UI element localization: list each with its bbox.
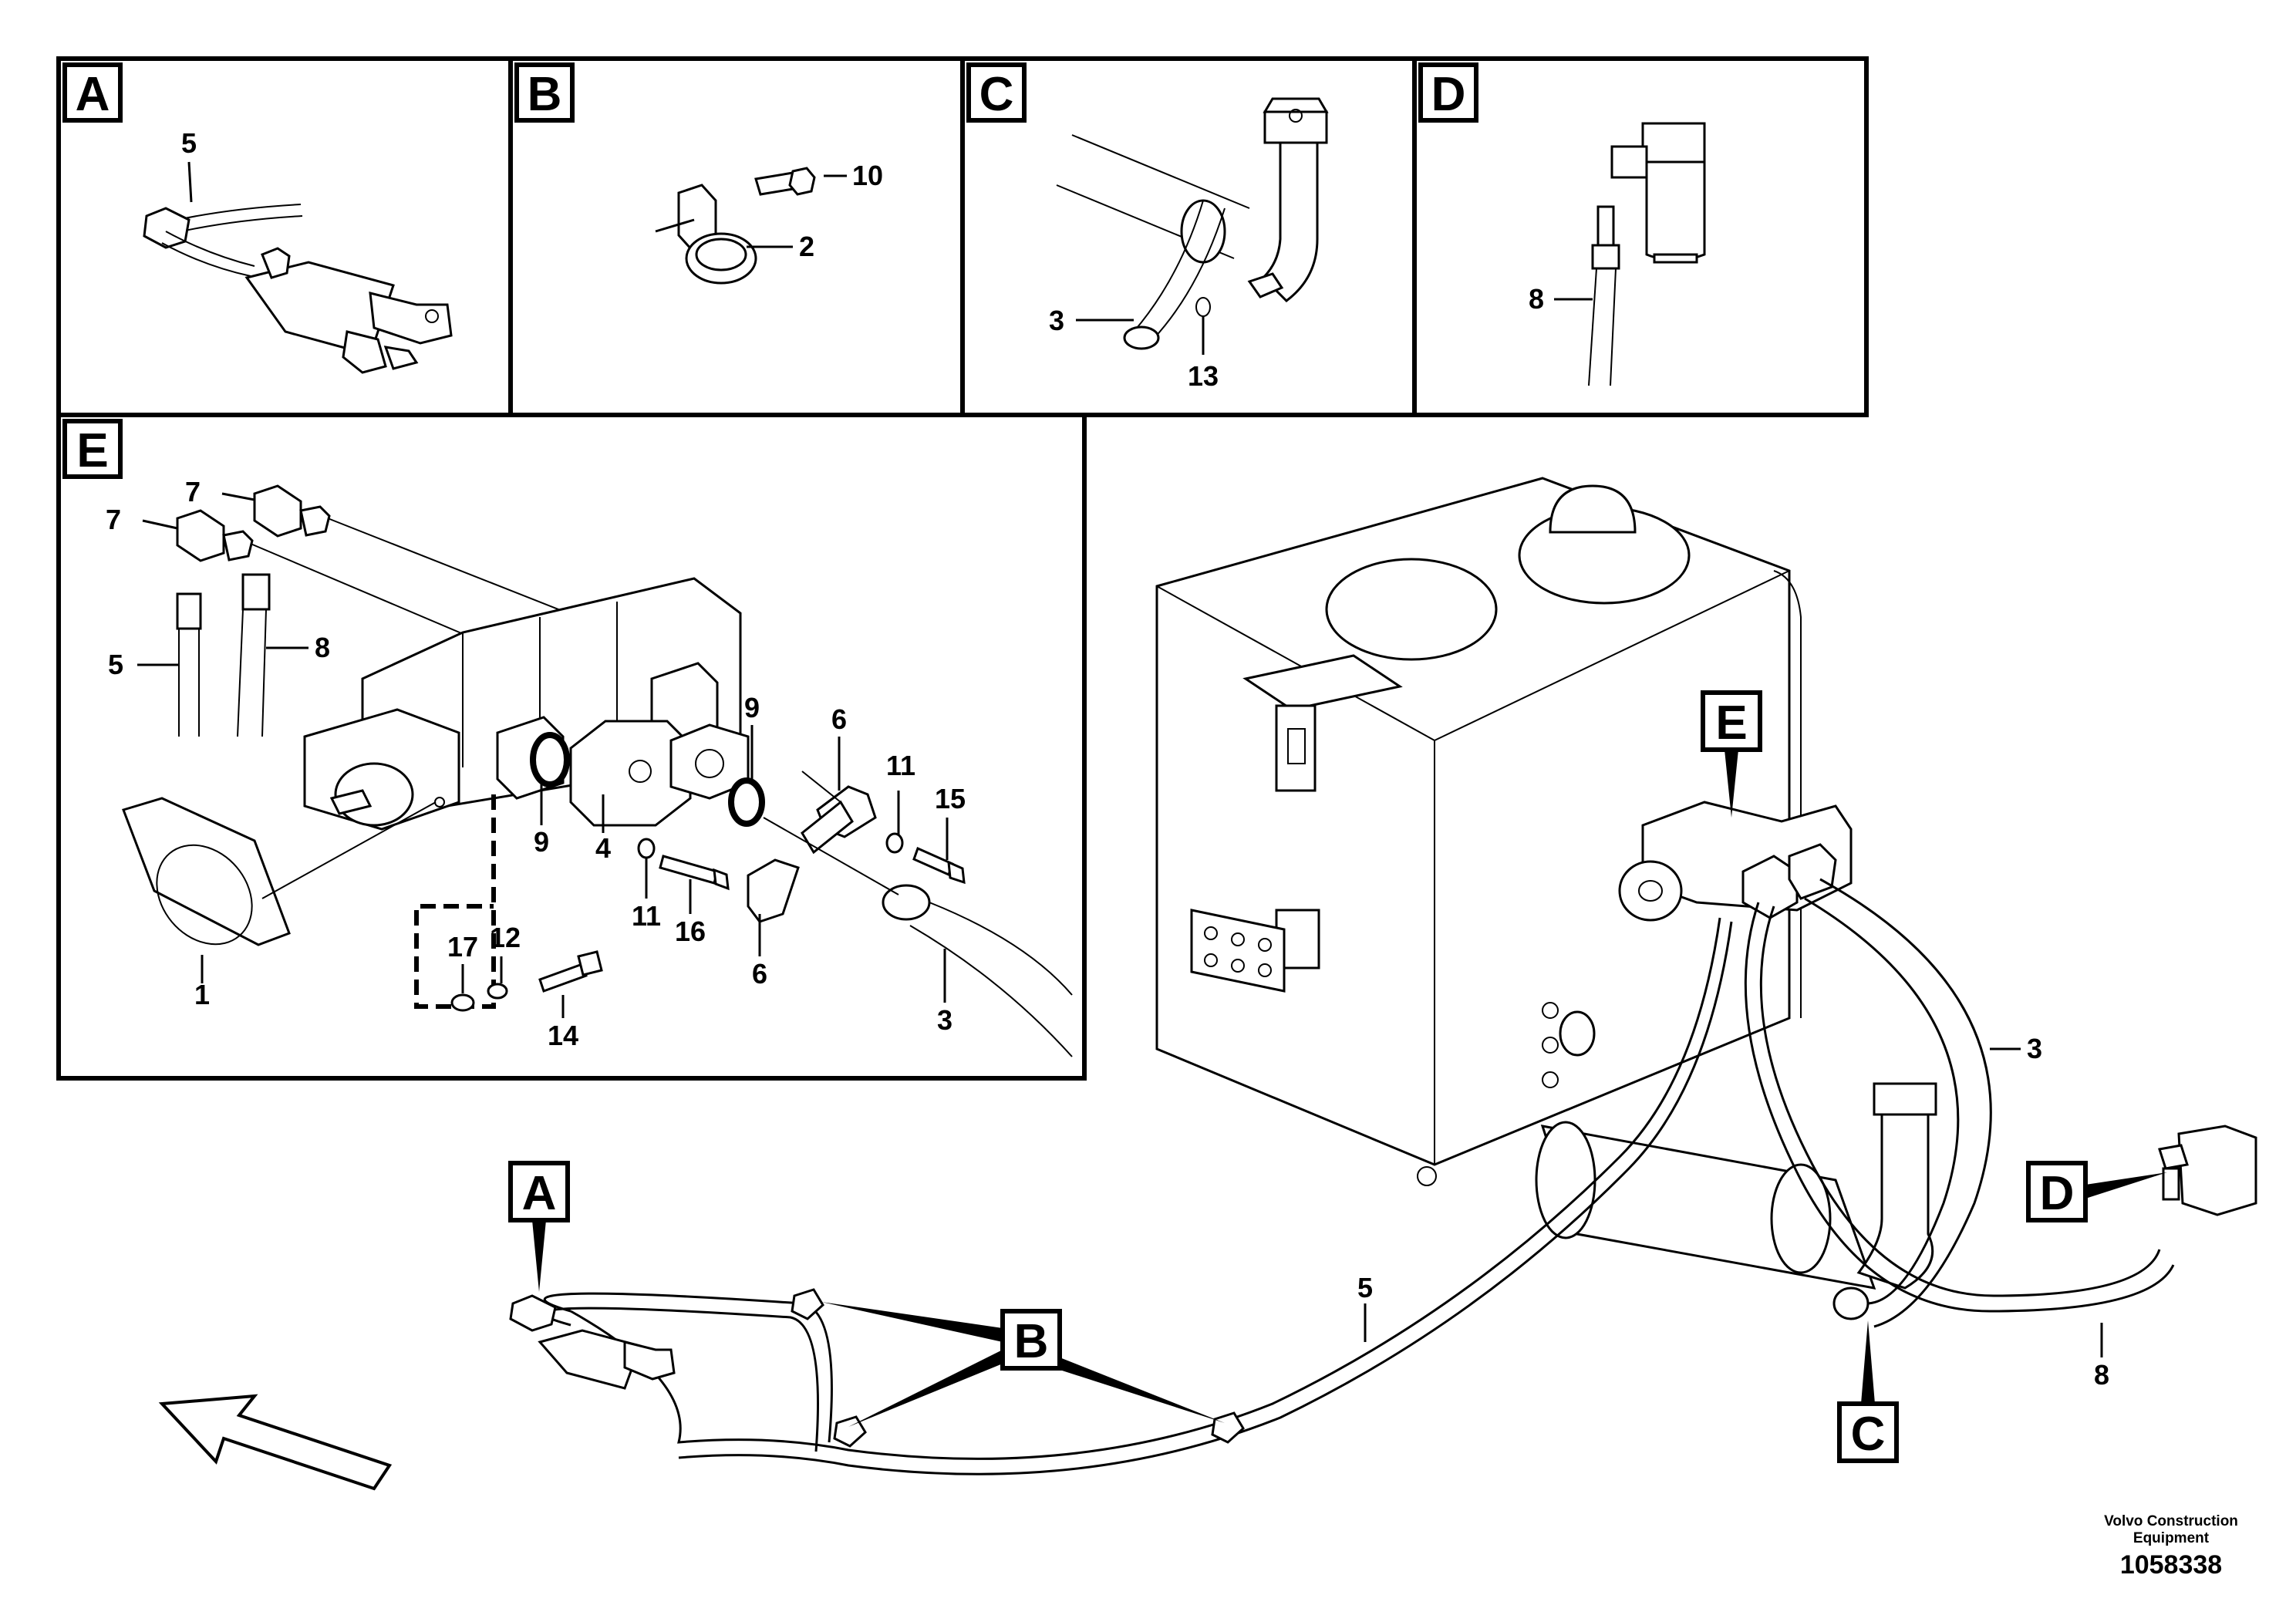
callout-label: 7 xyxy=(106,504,121,535)
callout-label: 13 xyxy=(1188,360,1219,392)
panel-a-tag: A xyxy=(76,68,110,121)
drawing-number: 1058338 xyxy=(2119,1550,2223,1580)
panel-c-tag: C xyxy=(979,68,1014,121)
overview-tag-c: C xyxy=(1851,1408,1886,1461)
detail-panel-b: B 10 2 xyxy=(514,62,883,285)
panel-b-tag: B xyxy=(528,68,562,121)
callout-label: 7 xyxy=(185,476,201,508)
callout-label: 5 xyxy=(181,127,197,159)
callout-label: 11 xyxy=(886,750,915,781)
callout-label: 3 xyxy=(1049,305,1064,336)
callout-label: 3 xyxy=(937,1004,952,1036)
detail-panel-a: A 5 xyxy=(62,62,453,374)
callout-label: 9 xyxy=(534,826,549,858)
callout-label: 2 xyxy=(799,231,814,262)
callout-label: 3 xyxy=(2027,1033,2042,1064)
callout-label: 9 xyxy=(744,692,760,723)
detail-panel-e: E 7 7 5 8 xyxy=(62,419,1073,1057)
overview-tag-e: E xyxy=(1715,696,1747,750)
callout-label: 5 xyxy=(108,649,123,680)
callout-label: 6 xyxy=(831,703,847,735)
overview-tag-d: D xyxy=(2040,1167,2075,1220)
detail-panel-c: C 3 13 xyxy=(966,62,1329,392)
callout-label: 10 xyxy=(852,160,883,191)
callout-label: 5 xyxy=(1357,1272,1373,1303)
callout-label: 14 xyxy=(548,1020,578,1051)
panel-d-tag: D xyxy=(1431,68,1466,121)
callout-label: 17 xyxy=(447,931,478,963)
detail-panel-frames xyxy=(56,56,1869,1081)
callout-label: 8 xyxy=(1529,283,1544,315)
overview-assembly: 3 8 5 E A B xyxy=(158,477,2257,1491)
callout-label: 15 xyxy=(935,783,966,814)
callout-label: 8 xyxy=(315,632,330,663)
detail-panel-d: D 8 xyxy=(1418,62,1706,386)
direction-arrow-icon xyxy=(158,1394,393,1491)
callout-label: 8 xyxy=(2094,1359,2109,1391)
panel-e-tag: E xyxy=(76,424,108,477)
company-name: Volvo Construction Equipment xyxy=(2104,1513,2238,1546)
callout-label: 16 xyxy=(675,916,706,947)
callout-label: 4 xyxy=(595,832,611,864)
overview-tag-b: B xyxy=(1014,1315,1049,1368)
overview-tag-a: A xyxy=(522,1167,557,1220)
callout-label: 12 xyxy=(490,922,521,953)
callout-label: 11 xyxy=(632,900,661,932)
callout-label: 6 xyxy=(752,958,767,990)
callout-label: 1 xyxy=(194,979,210,1010)
